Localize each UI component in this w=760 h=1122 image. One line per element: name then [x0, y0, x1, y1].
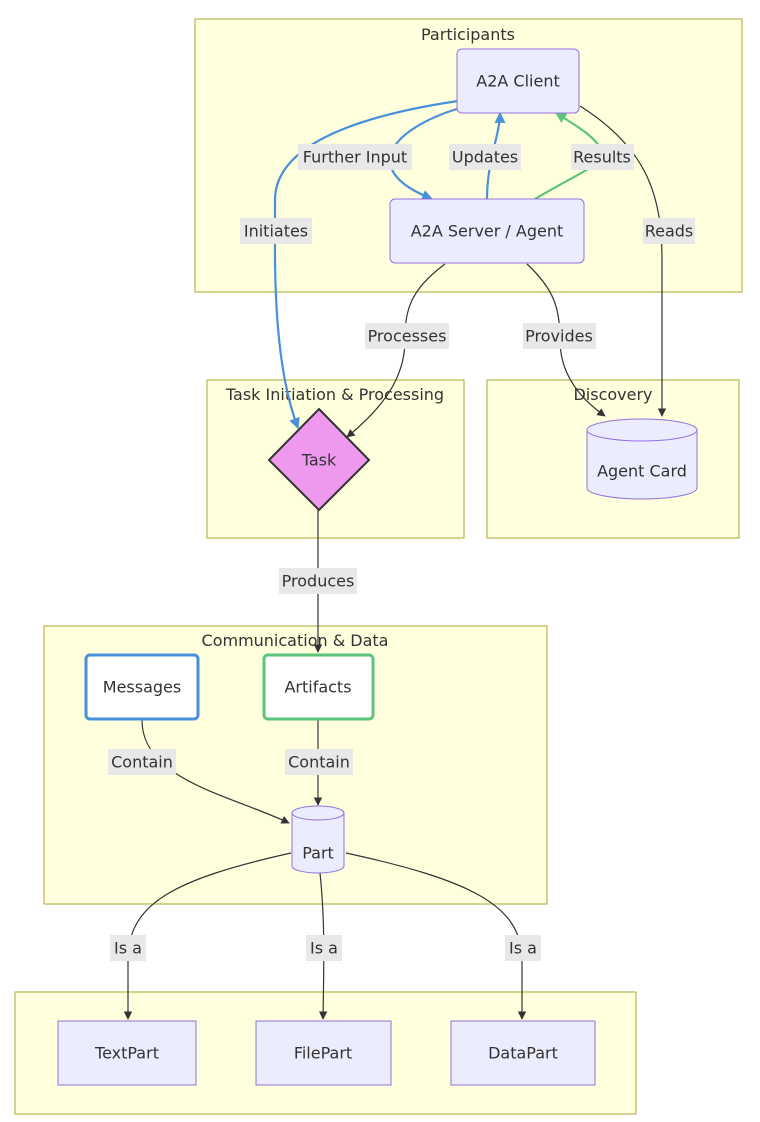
node-a2a-server-label: A2A Server / Agent [411, 222, 564, 241]
edge-label-initiates-text: Initiates [244, 222, 308, 241]
cluster-participants-label: Participants [421, 25, 515, 44]
edge-label-provides: Provides [523, 323, 596, 349]
edge-label-is-a-data: Is a [505, 935, 541, 961]
edge-label-further-input: Further Input [298, 144, 412, 170]
cluster-communication-label: Communication & Data [202, 631, 389, 650]
edge-label-further-input-text: Further Input [303, 148, 407, 167]
edge-label-initiates: Initiates [240, 218, 312, 244]
edge-label-reads-text: Reads [645, 222, 694, 241]
node-filepart[interactable]: FilePart [255, 1020, 392, 1086]
node-artifacts-label: Artifacts [284, 678, 351, 697]
edge-label-processes: Processes [365, 323, 449, 349]
edge-label-is-a-file: Is a [306, 935, 342, 961]
edge-label-reads: Reads [643, 218, 695, 244]
node-datapart-label: DataPart [488, 1044, 558, 1063]
edge-label-produces: Produces [279, 568, 357, 594]
edge-label-contain-artifacts-text: Contain [288, 753, 350, 772]
edge-label-contain-messages: Contain [108, 749, 176, 775]
edge-label-produces-text: Produces [282, 572, 355, 591]
node-datapart[interactable]: DataPart [450, 1020, 596, 1086]
cluster-task-processing: Task Initiation & Processing [206, 379, 465, 539]
node-task-label: Task [301, 451, 337, 470]
node-messages[interactable]: Messages [84, 653, 200, 721]
edge-label-provides-text: Provides [525, 327, 593, 346]
node-a2a-client-label: A2A Client [476, 72, 559, 91]
edge-label-updates-text: Updates [452, 148, 518, 167]
edge-label-is-a-file-text: Is a [310, 939, 338, 958]
node-agent-card-label: Agent Card [597, 462, 687, 481]
edge-label-is-a-text: Is a [110, 935, 146, 961]
node-messages-label: Messages [103, 678, 181, 697]
edge-label-is-a-data-text: Is a [509, 939, 537, 958]
edge-label-is-a-text-text: Is a [114, 939, 142, 958]
edge-label-processes-text: Processes [368, 327, 447, 346]
node-part-label: Part [302, 844, 334, 863]
node-textpart-label: TextPart [94, 1044, 159, 1063]
edge-label-updates: Updates [449, 144, 521, 170]
edge-messages-contain-part [141, 719, 290, 824]
cluster-task-processing-label: Task Initiation & Processing [225, 385, 444, 404]
edge-client-initiates-task [273, 99, 459, 430]
edge-label-contain-artifacts: Contain [285, 749, 353, 775]
node-agent-card[interactable]: Agent Card [586, 418, 698, 500]
cluster-discovery-label: Discovery [573, 385, 652, 404]
edge-label-results-text: Results [573, 148, 631, 167]
node-task[interactable]: Task [267, 407, 371, 512]
node-filepart-label: FilePart [294, 1044, 352, 1063]
node-part[interactable]: Part [291, 805, 345, 874]
node-artifacts[interactable]: Artifacts [262, 653, 375, 721]
node-a2a-server[interactable]: A2A Server / Agent [389, 198, 585, 264]
edge-label-results: Results [571, 144, 634, 170]
edge-label-contain-messages-text: Contain [111, 753, 173, 772]
node-textpart[interactable]: TextPart [57, 1020, 197, 1086]
node-a2a-client[interactable]: A2A Client [456, 48, 580, 114]
